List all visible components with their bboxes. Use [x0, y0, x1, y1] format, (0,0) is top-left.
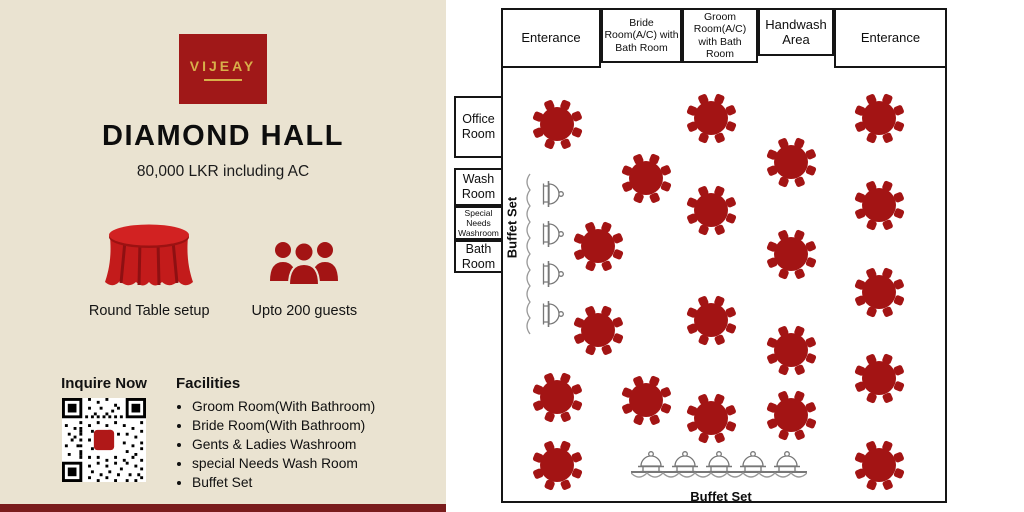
table-top [629, 383, 663, 417]
table-top [694, 303, 728, 337]
buffet-set-bottom-icons [631, 450, 807, 478]
table-top [774, 145, 808, 179]
room-bride: Bride Room(A/C) with Bath Room [601, 8, 682, 63]
feature-label-guests: Upto 200 guests [251, 303, 358, 319]
feature-guests: Upto 200 guests [251, 237, 358, 319]
brand-name: VIJEAY [189, 57, 257, 74]
table-top [540, 107, 574, 141]
room-label: Enterance [860, 30, 921, 46]
table-top [774, 237, 808, 271]
logo-ornament [204, 78, 242, 81]
cloche-icon [637, 450, 665, 473]
cloche-icon [542, 180, 565, 208]
room-label: Handwash Area [765, 16, 827, 47]
cloche-icon [542, 220, 565, 248]
table-top [862, 275, 896, 309]
qr-code-icon [62, 398, 146, 482]
room-label: Bath Room [461, 241, 496, 271]
cloche-icon [773, 450, 801, 473]
room-wash: Wash Room [454, 168, 503, 206]
table-top [629, 161, 663, 195]
room-label: Groom Room(A/C) with Bath Room [693, 10, 747, 60]
bottom-section: Inquire Now [0, 375, 446, 492]
cloche-icon [542, 260, 565, 288]
cloche-icon [671, 450, 699, 473]
room-handwash-area: Handwash Area [758, 8, 834, 56]
table-top [862, 361, 896, 395]
cloche-icon [705, 450, 733, 473]
facility-item: Bride Room(With Bathroom) [192, 416, 410, 435]
inquire-column: Inquire Now [56, 375, 152, 492]
table-top [774, 398, 808, 432]
room-label: Enterance [521, 30, 581, 46]
facilities-title: Facilities [176, 375, 241, 392]
buffet-set-vertical-icons [526, 173, 565, 335]
room-label: Special Needs Washroom [458, 207, 499, 239]
table-top [540, 380, 574, 414]
info-panel: VIJEAY DIAMOND HALL 80,000 LKR including… [0, 0, 446, 512]
buffet-set-bottom-label: Buffet Set [690, 489, 752, 504]
room-entrance-left: Enterance [501, 8, 601, 68]
inquire-now-label: Inquire Now [61, 375, 147, 392]
feature-round-table: Round Table setup [89, 223, 210, 319]
room-label: Wash Room [461, 172, 496, 201]
room-groom: Groom Room(A/C) with Bath Room [682, 8, 758, 63]
table-top [540, 448, 574, 482]
facilities-list: Groom Room(With Bathroom) Bride Room(Wit… [176, 397, 410, 492]
facility-item: Gents & Ladies Washroom [192, 435, 410, 454]
table-top [694, 101, 728, 135]
cloche-icon [739, 450, 767, 473]
facilities-column: Facilities Groom Room(With Bathroom) Bri… [176, 375, 410, 492]
guests-icon [270, 241, 339, 286]
facility-item: special Needs Wash Room [192, 454, 410, 473]
price-text: 80,000 LKR including AC [136, 163, 310, 180]
table-top [581, 313, 615, 347]
facility-item: Buffet Set [192, 473, 410, 492]
bottom-accent-strip [0, 504, 446, 512]
cloche-icon [542, 300, 565, 328]
floor-plan: Enterance Bride Room(A/C) with Bath Room… [446, 0, 1024, 512]
table-top [862, 448, 896, 482]
features-row: Round Table setup Upto 200 guests [0, 223, 446, 319]
table-top [694, 193, 728, 227]
buffet-set-vertical-label: Buffet Set [504, 196, 520, 259]
room-label: Bride Room(A/C) with Bath Room [604, 16, 679, 54]
table-top [774, 333, 808, 367]
room-office: Office Room [454, 96, 503, 158]
table-top [862, 101, 896, 135]
table-top [862, 188, 896, 222]
facility-item: Groom Room(With Bathroom) [192, 397, 410, 416]
room-bath: Bath Room [454, 240, 503, 273]
table-top [694, 401, 728, 435]
room-special-needs-washroom: Special Needs Washroom [454, 206, 503, 240]
table-top [581, 229, 615, 263]
brand-logo: VIJEAY [179, 34, 267, 104]
room-label: Office Room [461, 112, 496, 141]
feature-label-round-table: Round Table setup [88, 303, 210, 319]
room-entrance-right: Enterance [834, 8, 947, 68]
hall-title: DIAMOND HALL [102, 120, 344, 152]
round-table-icon [105, 224, 194, 286]
